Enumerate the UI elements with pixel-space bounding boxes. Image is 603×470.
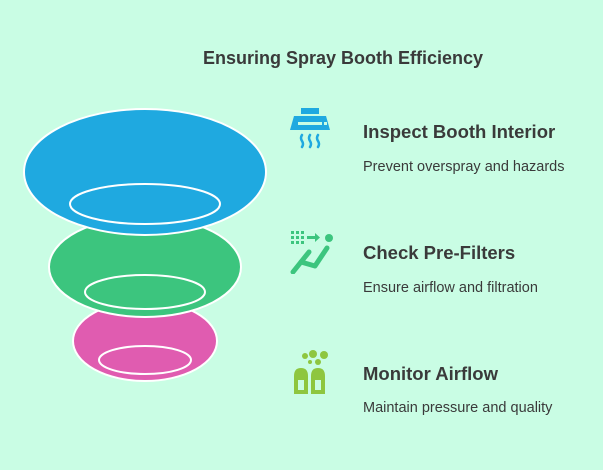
step-2-description: Ensure airflow and filtration bbox=[363, 280, 538, 296]
step-3-description: Maintain pressure and quality bbox=[363, 400, 553, 416]
step-3-title: Monitor Airflow bbox=[363, 363, 498, 384]
step-1-title: Inspect Booth Interior bbox=[363, 121, 556, 142]
airflow-filter-icon bbox=[290, 231, 333, 274]
spray-hood-icon bbox=[290, 108, 330, 149]
funnel-stage-1 bbox=[23, 108, 267, 236]
diagram-title: Ensuring Spray Booth Efficiency bbox=[202, 48, 484, 68]
step-2-title: Check Pre-Filters bbox=[363, 242, 516, 263]
step-1-description: Prevent overspray and hazards bbox=[363, 159, 565, 175]
air-sensor-icon bbox=[294, 350, 328, 394]
funnel-stage-3 bbox=[72, 300, 218, 382]
